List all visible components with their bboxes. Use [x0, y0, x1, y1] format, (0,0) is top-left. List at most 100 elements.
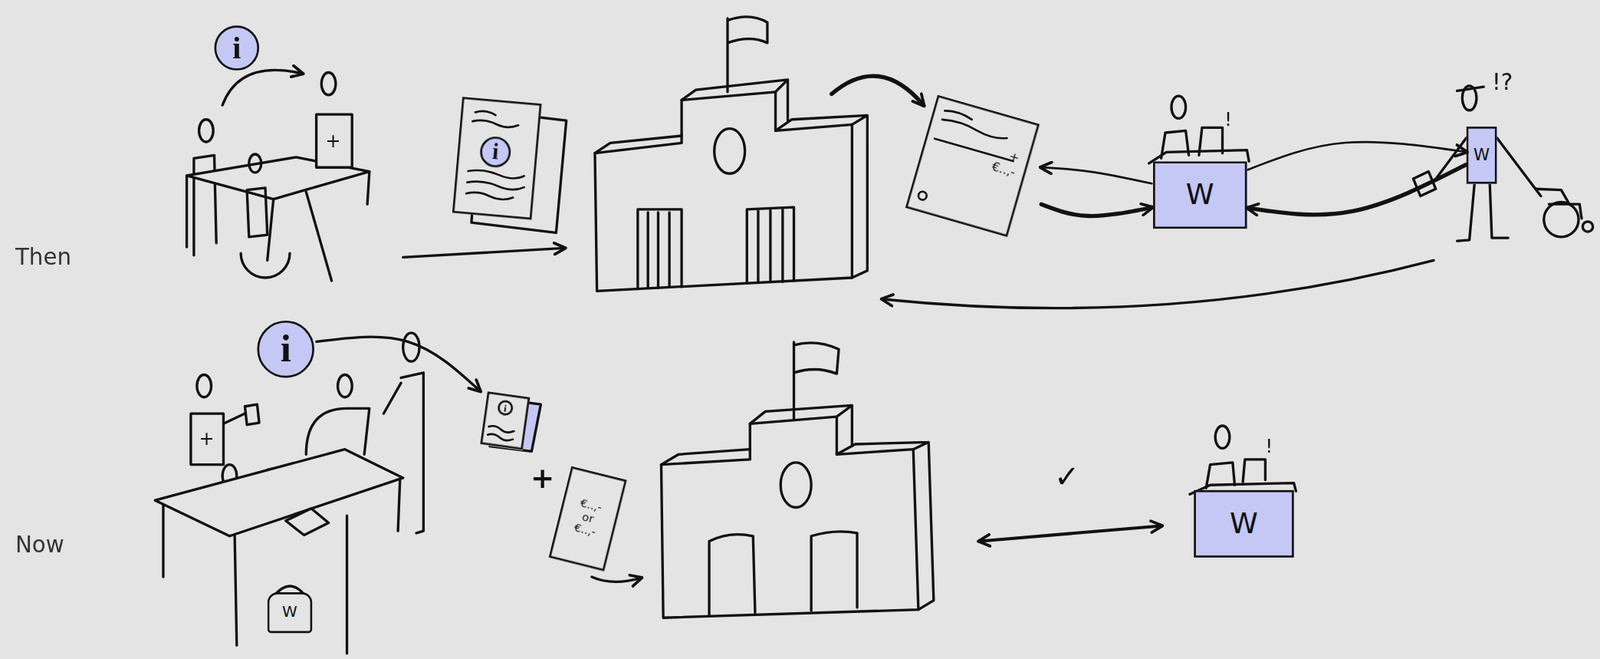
citizen-figure	[1462, 85, 1477, 111]
clinic-scene	[187, 157, 370, 200]
text-scribble	[466, 110, 531, 202]
text-scribble	[466, 180, 525, 191]
clerk-desk	[1205, 459, 1265, 488]
flow-arrow	[403, 247, 565, 257]
node-text: W	[1186, 178, 1215, 212]
citizen-figure	[1412, 85, 1593, 241]
clinic-scene	[222, 69, 303, 106]
clinic-scene	[190, 413, 224, 465]
citizen-figure	[1412, 171, 1436, 197]
info-leaflet: i	[452, 96, 543, 220]
info-bubble: i	[256, 320, 315, 378]
text-scribble	[487, 433, 514, 441]
sketch-mark: +	[325, 131, 342, 151]
clerk-desk	[1149, 95, 1249, 164]
text-scribble	[472, 119, 519, 129]
town-hall	[660, 404, 934, 609]
info-bubble: i	[214, 25, 260, 71]
text-scribble	[917, 108, 1022, 221]
sketch-mark: +	[199, 429, 215, 448]
check-mark: ✓	[1054, 461, 1080, 493]
service-desk: W	[1153, 160, 1247, 229]
clinic-scene	[383, 372, 424, 533]
flow-arrow	[1041, 203, 1152, 216]
flow-arrow	[979, 525, 1162, 541]
town-hall	[714, 128, 746, 175]
service-desk: W	[1193, 489, 1294, 558]
flow-arrow	[882, 259, 1434, 308]
node-text: i	[232, 30, 241, 66]
town-hall	[594, 79, 868, 278]
node-text: W	[282, 603, 298, 621]
town-hall	[780, 462, 812, 508]
node-text: €..,-	[572, 522, 598, 540]
sheet-scribbles	[466, 108, 1022, 441]
citizen-figure	[1457, 183, 1509, 242]
town-hall	[660, 416, 918, 618]
clinic-scene	[187, 69, 370, 281]
clinic-scene	[246, 187, 268, 237]
sketch-mark: !	[1264, 436, 1273, 456]
clinic-scene	[197, 374, 212, 397]
clinic-scene	[236, 467, 281, 489]
node-text: W	[1473, 145, 1490, 165]
node-text: i	[479, 134, 513, 168]
clinic-scene	[321, 72, 336, 96]
flow-arrow	[316, 336, 480, 391]
clinic-scene	[199, 119, 214, 142]
text-scribble	[487, 424, 515, 441]
flow-arrow	[1041, 167, 1152, 184]
citizen-figure	[1544, 202, 1579, 237]
node-text: W	[1229, 506, 1259, 540]
flow-arrow	[1248, 164, 1467, 215]
flow-arrow	[1248, 141, 1467, 170]
clerk-desk	[1215, 425, 1230, 448]
person-shirt: W	[1466, 126, 1498, 184]
clerk-desk	[1171, 95, 1187, 119]
clinic-scene	[403, 332, 420, 362]
clinic-scene	[163, 479, 401, 654]
text-scribble	[941, 118, 1008, 142]
flow-arrow	[591, 576, 641, 582]
clinic-scene	[316, 114, 353, 168]
clinic-scene	[285, 508, 329, 536]
flow-arrow	[831, 75, 924, 106]
invoice-sheet: €..,-or€..,-	[548, 466, 628, 572]
clinic-scene	[187, 171, 370, 281]
town-hall	[660, 341, 934, 618]
town-hall	[794, 341, 840, 419]
citizen-figure	[1535, 188, 1582, 219]
text-scribble	[466, 191, 514, 201]
citizen-figure	[1457, 86, 1485, 91]
town-hall	[727, 16, 768, 92]
text-scribble	[475, 110, 497, 115]
text-scribble	[467, 169, 525, 180]
text-scribble	[488, 424, 515, 433]
citizen-figure	[1582, 221, 1593, 232]
town-hall	[709, 531, 858, 616]
sketch-mark: !?	[1491, 71, 1513, 94]
clinic-scene	[193, 154, 217, 255]
sketch-mark: !	[1224, 110, 1233, 129]
row-label: Then	[15, 246, 72, 269]
clinic-scene	[154, 332, 424, 654]
clerk-desk	[1161, 127, 1223, 158]
clinic-scene	[305, 407, 370, 454]
town-hall	[746, 206, 794, 283]
town-hall	[594, 16, 868, 291]
sketch-mark: +	[530, 464, 555, 493]
node-text: i	[496, 398, 515, 417]
clinic-scene	[223, 404, 260, 425]
node-text: i	[280, 326, 292, 372]
clerk-desk	[1189, 425, 1296, 494]
text-scribble	[934, 138, 1013, 161]
sketch-illustration	[154, 16, 1593, 654]
clinic-scene	[249, 154, 262, 173]
town-hall	[594, 91, 852, 292]
